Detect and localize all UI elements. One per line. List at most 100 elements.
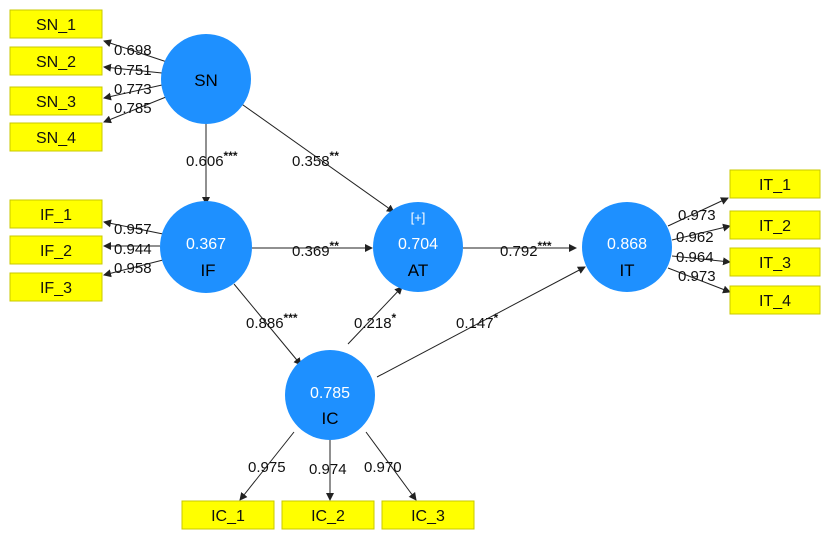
sig-stars: *	[494, 311, 499, 325]
indicator-label: IF_1	[40, 207, 72, 224]
coef-value: 0.147	[456, 315, 494, 332]
loading-value-it4: 0.973	[678, 268, 716, 285]
sig-stars: ***	[284, 311, 298, 325]
coef-value: 0.606	[186, 153, 224, 170]
latent-name: IT	[619, 261, 634, 280]
sig-stars: ***	[538, 239, 552, 253]
path-sn-at	[235, 99, 395, 213]
loading-values: 0.698 0.751 0.773 0.785 0.957 0.944 0.95…	[114, 42, 716, 478]
indicator-if3[interactable]: IF_3	[9, 272, 103, 302]
indicator-label: IT_3	[759, 255, 791, 272]
path-coefficients: 0.606*** 0.358** 0.369** 0.792*** 0.886*…	[186, 149, 552, 332]
indicator-label: IT_1	[759, 177, 791, 194]
path-coef-sn-at: 0.358**	[292, 149, 339, 170]
coef-value: 0.886	[246, 315, 284, 332]
r-squared-value: 0.868	[607, 236, 647, 253]
path-ic-it	[376, 266, 586, 378]
latent-name: AT	[408, 261, 428, 280]
loading-arrow-if1	[103, 219, 164, 235]
coef-value: 0.218	[354, 315, 392, 332]
path-coef-ic-at: 0.218*	[354, 311, 397, 332]
loading-arrow-it2	[671, 223, 731, 241]
indicator-ic3[interactable]: IC_3	[381, 500, 475, 530]
indicator-label: SN_2	[36, 54, 76, 71]
loading-value-if1: 0.957	[114, 221, 152, 238]
sig-stars: **	[330, 149, 340, 163]
loading-value-sn3: 0.773	[114, 81, 152, 98]
loading-value-it1: 0.973	[678, 207, 716, 224]
indicator-label: IC_3	[411, 508, 445, 525]
path-coef-ic-it: 0.147*	[456, 311, 499, 332]
loading-value-if3: 0.958	[114, 260, 152, 277]
indicator-sn2[interactable]: SN_2	[9, 46, 103, 76]
loading-arrow-ic3	[365, 431, 417, 501]
indicator-sn3[interactable]: SN_3	[9, 86, 103, 116]
latent-if[interactable]: 0.367 IF	[160, 201, 252, 293]
indicator-it3[interactable]: IT_3	[729, 247, 821, 277]
path-coef-if-at: 0.369**	[292, 239, 339, 260]
indicator-label: SN_1	[36, 17, 76, 34]
structural-paths	[202, 99, 586, 378]
loading-value-sn2: 0.751	[114, 62, 152, 79]
indicator-ic2[interactable]: IC_2	[281, 500, 375, 530]
indicator-sn4[interactable]: SN_4	[9, 122, 103, 152]
indicator-sn1[interactable]: SN_1	[9, 9, 103, 39]
loading-value-it3: 0.964	[676, 249, 714, 266]
path-coef-at-it: 0.792***	[500, 239, 552, 260]
loading-arrows	[103, 39, 731, 501]
indicator-it4[interactable]: IT_4	[729, 285, 821, 315]
loading-value-ic1: 0.975	[248, 459, 286, 476]
latent-name: SN	[194, 71, 218, 90]
loading-value-sn1: 0.698	[114, 42, 152, 59]
path-if-ic	[233, 283, 302, 366]
loading-arrow-sn4	[103, 96, 167, 124]
path-coef-if-ic: 0.886***	[246, 311, 298, 332]
indicator-if2[interactable]: IF_2	[9, 235, 103, 265]
sig-stars: **	[330, 239, 340, 253]
loading-arrow-it3	[671, 255, 731, 266]
indicator-label: IT_2	[759, 218, 791, 235]
coef-value: 0.792	[500, 243, 538, 260]
indicator-label: SN_4	[36, 130, 76, 147]
latent-it[interactable]: 0.868 IT	[582, 202, 672, 292]
latent-name: IC	[322, 409, 339, 428]
loading-arrow-if3	[103, 259, 164, 278]
latent-circle	[160, 201, 252, 293]
loading-value-sn4: 0.785	[114, 100, 152, 117]
loading-arrow-sn3	[103, 84, 163, 101]
latent-circle	[582, 202, 672, 292]
indicator-if1[interactable]: IF_1	[9, 199, 103, 229]
loading-arrow-sn1	[103, 39, 168, 63]
latent-ic[interactable]: 0.785 IC	[285, 350, 375, 440]
latent-at[interactable]: [+] 0.704 AT	[373, 202, 463, 292]
loading-value-it2: 0.962	[676, 229, 714, 246]
loading-value-ic2: 0.974	[309, 461, 347, 478]
loading-value-if2: 0.944	[114, 241, 152, 258]
indicator-label: IF_2	[40, 243, 72, 260]
loading-arrow-it1	[667, 197, 729, 227]
path-coef-sn-if: 0.606***	[186, 149, 238, 170]
r-squared-value: 0.367	[186, 236, 226, 253]
sig-stars: ***	[224, 149, 238, 163]
loading-arrow-ic1	[239, 431, 295, 501]
latent-circle	[161, 34, 251, 124]
indicator-label: IC_2	[311, 508, 345, 525]
indicator-label: IC_1	[211, 508, 245, 525]
loading-arrow-sn2	[103, 63, 163, 74]
indicator-ic1[interactable]: IC_1	[181, 500, 275, 530]
latent-circle	[285, 350, 375, 440]
coef-value: 0.358	[292, 153, 330, 170]
latent-sn[interactable]: SN	[161, 34, 251, 124]
r-squared-value: 0.785	[310, 385, 350, 402]
indicator-label: IT_4	[759, 293, 791, 310]
indicator-label: SN_3	[36, 94, 76, 111]
r-squared-value: 0.704	[398, 236, 438, 253]
loading-arrow-it4	[667, 267, 731, 294]
latent-name: IF	[200, 261, 215, 280]
path-ic-at	[347, 286, 403, 345]
indicator-it2[interactable]: IT_2	[729, 210, 821, 240]
indicator-it1[interactable]: IT_1	[729, 169, 821, 199]
expand-badge[interactable]: [+]	[411, 210, 426, 225]
